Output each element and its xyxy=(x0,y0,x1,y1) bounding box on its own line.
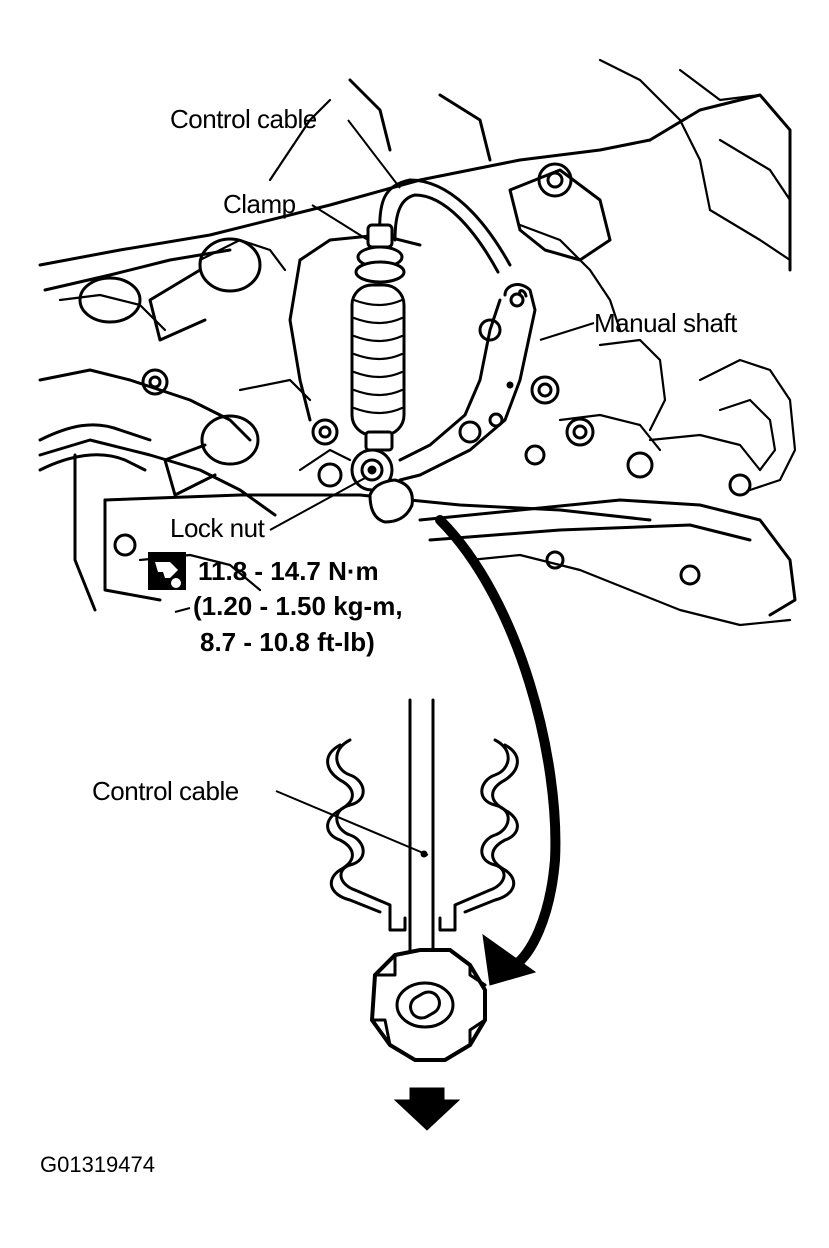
leader-lines xyxy=(269,119,595,856)
torque-nm: 11.8 - 14.7 N·m xyxy=(198,556,379,586)
figure-id: G01319474 xyxy=(40,1152,155,1177)
control-cable-rod xyxy=(408,698,435,952)
manual-shaft-lever xyxy=(398,283,537,482)
torque-kgm: (1.20 - 1.50 kg-m, xyxy=(193,591,403,621)
torque-ftlb: 8.7 - 10.8 ft-lb) xyxy=(200,627,375,657)
torque-wrench-icon xyxy=(148,552,186,590)
lock-nut xyxy=(350,448,414,524)
down-arrow-icon xyxy=(393,1087,461,1131)
curved-arrow-icon xyxy=(435,515,561,986)
control-cable-label-bottom: Control cable xyxy=(92,776,239,806)
lock-nut-label: Lock nut xyxy=(170,513,266,543)
transmission-housing-drawing xyxy=(38,58,797,627)
clamp-and-boot xyxy=(350,223,406,452)
cable-bracket xyxy=(326,738,519,932)
manual-shaft-label: Manual shaft xyxy=(594,308,738,338)
lock-nut-detail xyxy=(369,948,487,1062)
control-cable-upper xyxy=(378,178,512,274)
control-cable-label-top: Control cable xyxy=(170,104,317,134)
clamp-label: Clamp xyxy=(223,189,296,219)
torque-spec: 11.8 - 14.7 N·m (1.20 - 1.50 kg-m, 8.7 -… xyxy=(148,552,403,657)
